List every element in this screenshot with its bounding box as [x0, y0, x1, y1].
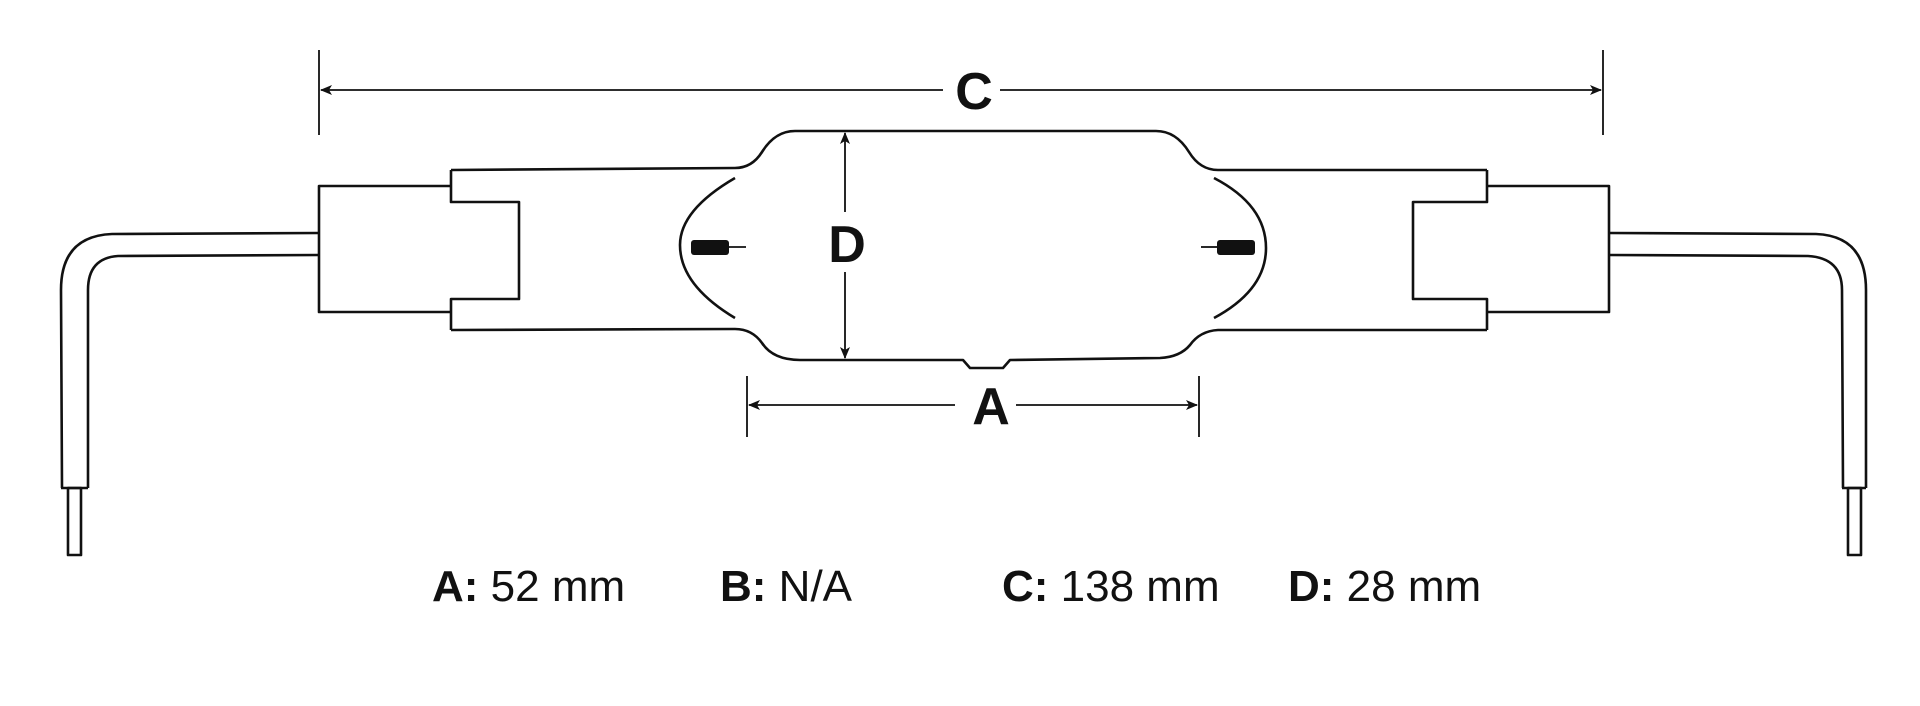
spec-a: A: 52 mm: [432, 562, 625, 611]
left-lead-wire: [59, 231, 320, 557]
spec-c: C: 138 mm: [1002, 562, 1220, 611]
right-lead-wire: [1608, 231, 1868, 557]
left-electrode: [678, 176, 746, 320]
dimension-d: D: [828, 132, 866, 359]
dimension-c-label: C: [955, 63, 993, 121]
spec-b: B: N/A: [720, 562, 853, 611]
left-pin: [66, 486, 83, 557]
dimension-d-label: D: [828, 216, 866, 274]
spec-d: D: 28 mm: [1288, 562, 1481, 611]
dimension-a: A: [746, 376, 1200, 437]
lamp-body: [450, 129, 1487, 370]
dimension-c: C: [318, 50, 1604, 135]
left-end-cap: [317, 170, 521, 330]
right-electrode: [1201, 176, 1268, 320]
dimension-a-label: A: [972, 378, 1010, 436]
right-end-cap: [1411, 170, 1611, 330]
spec-list: A: 52 mm B: N/A C: 138 mm D: 28 mm: [432, 562, 1481, 611]
right-pin: [1846, 486, 1863, 557]
